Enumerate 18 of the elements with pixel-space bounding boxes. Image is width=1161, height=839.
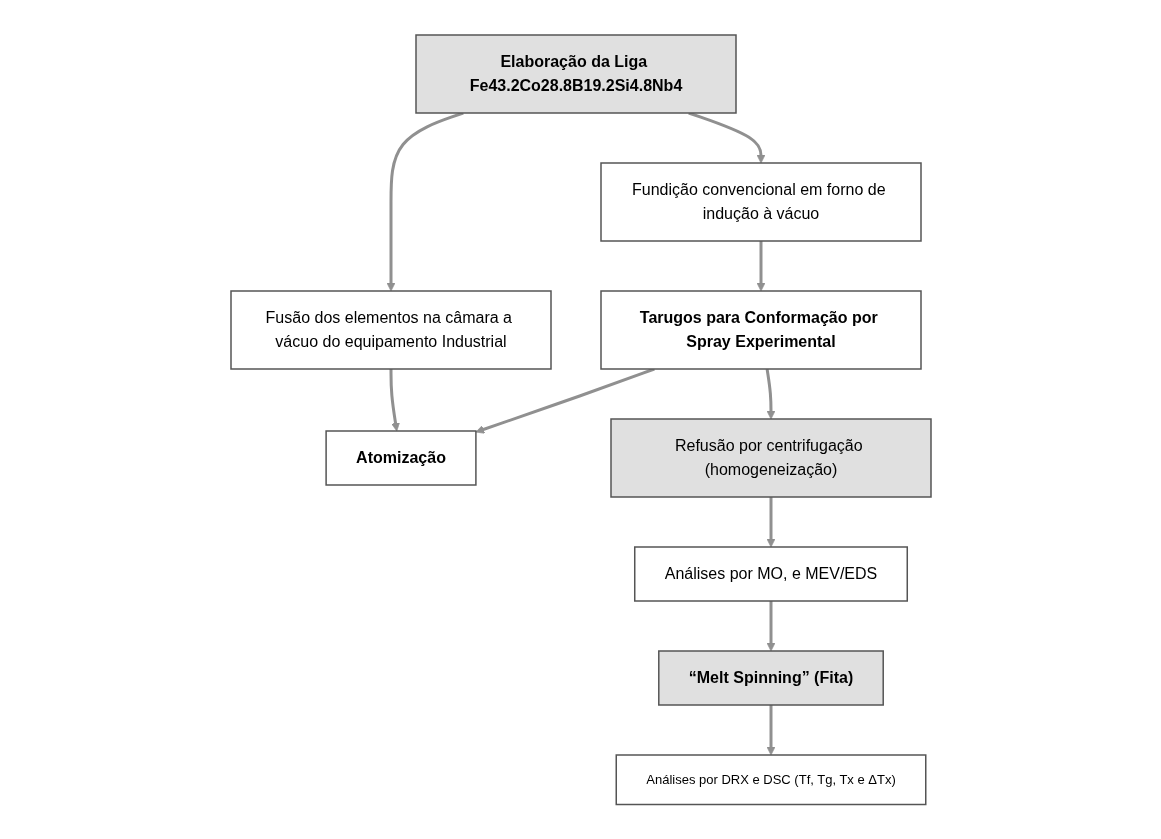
arrow <box>766 600 775 652</box>
arrow <box>386 111 464 292</box>
node-box: Análises por DRX e DSC (Tf, Tg, Tx e ΔTx) <box>615 754 926 805</box>
node-box: Tarugos para Conformação por Spray Experimental <box>599 290 922 370</box>
arrow <box>475 367 655 434</box>
node-box: “Melt Spinning” (Fita) <box>657 650 884 706</box>
arrow <box>766 496 775 548</box>
node-box: Refusão por centrifugação (homogeneização) <box>609 418 932 498</box>
node-box: Fundição convencional em forno de indução à vácuo <box>599 162 922 242</box>
arrow <box>687 111 765 164</box>
node-box: Atomização <box>324 430 477 486</box>
node-box: Fusão dos elementos na câmara a vácuo do equipamento Industrial <box>229 290 552 370</box>
arrow <box>389 368 400 432</box>
arrow <box>756 240 765 292</box>
arrow <box>765 368 775 420</box>
arrow <box>766 704 775 756</box>
node-box: Elaboração da Liga Fe43.2Co28.8B19.2Si4.8Nb4 <box>414 34 737 114</box>
node-box: Análises por MO, e MEV/EDS <box>633 546 908 602</box>
